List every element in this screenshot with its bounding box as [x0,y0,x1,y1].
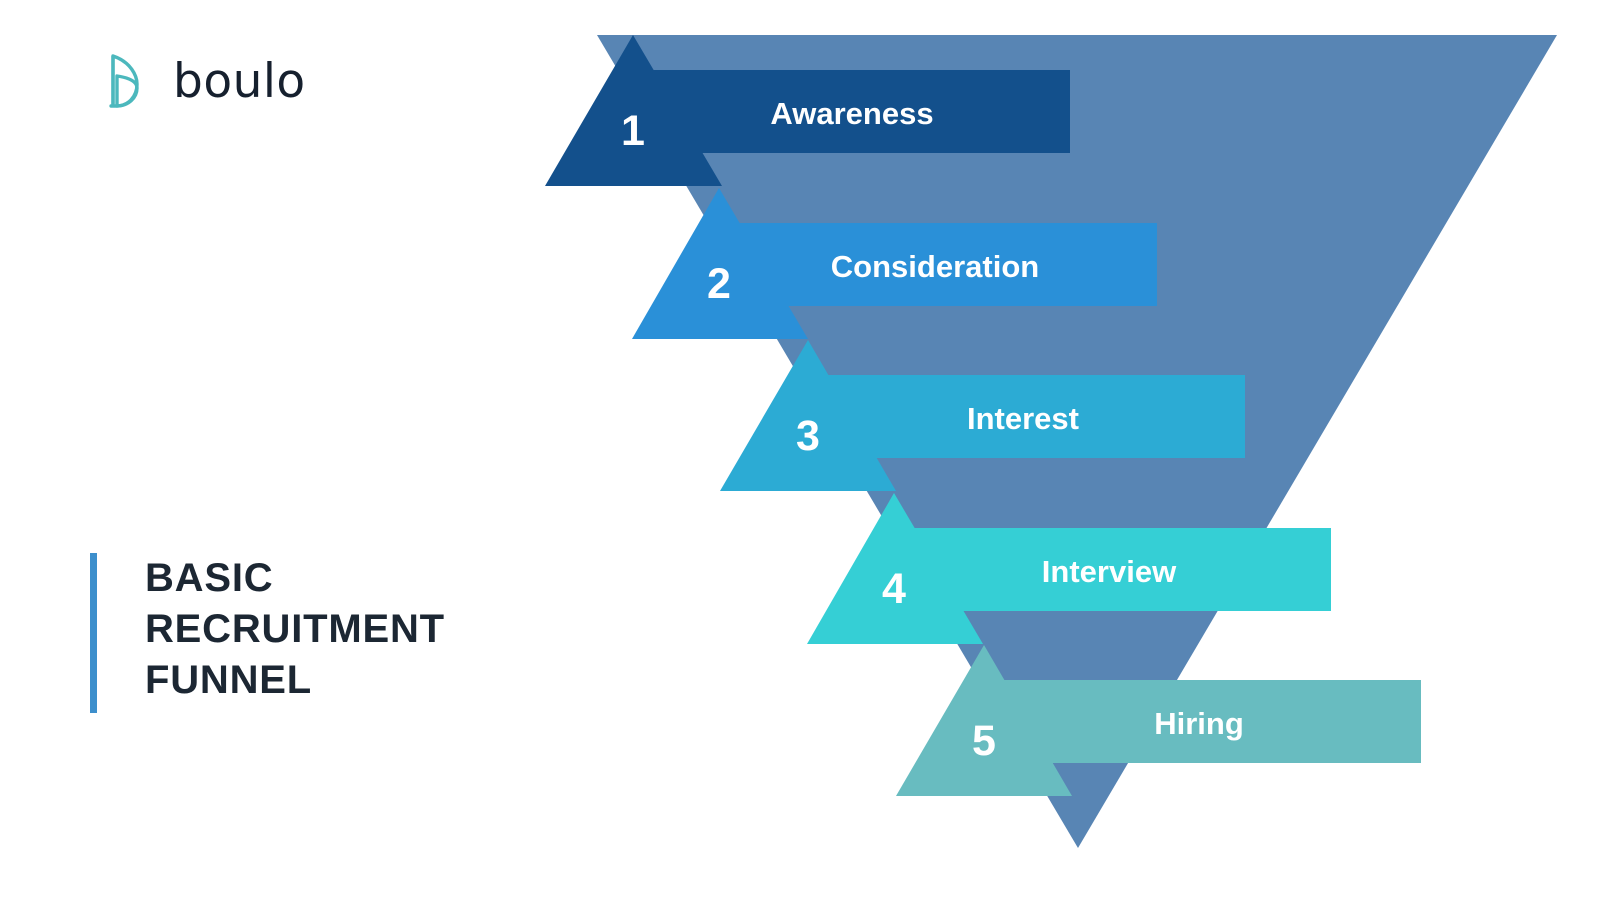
funnel-stage-interview[interactable]: 4 Interview [807,493,1331,644]
funnel-stage-bar [727,223,1157,306]
brand-wordmark: boulo [173,53,306,109]
funnel-stage-hiring[interactable]: 5 Hiring [896,645,1421,796]
funnel-stage-number: 2 [707,260,731,308]
funnel-stage-consideration[interactable]: 2 Consideration [632,188,1157,339]
page-title-line-1: BASIC [145,556,274,600]
funnel-stage-label: Consideration [831,249,1039,284]
funnel-stage-label: Awareness [770,96,933,131]
funnel-stage-number: 1 [621,107,645,155]
title-accent-bar [90,553,97,713]
page-title-line-3: FUNNEL [145,658,313,703]
page-title-line-2: RECRUITMENT [145,607,445,652]
funnel-stage-bar [901,528,1331,611]
funnel-stage-awareness[interactable]: 1 Awareness [545,35,1070,186]
funnel-stage-label: Interview [1042,554,1177,589]
brand-logo: boulo [93,50,306,112]
boulo-leaf-logo-icon [93,50,155,112]
funnel-stage-bar [815,375,1245,458]
page-title: BASIC RECRUITMENT FUNNEL [90,553,445,713]
funnel-stage-interest[interactable]: 3 Interest [720,340,1245,491]
funnel-stage-bar [991,680,1421,763]
funnel-stage-number: 3 [796,412,820,460]
funnel-stage-number: 4 [882,565,906,613]
page-title-text: BASIC RECRUITMENT FUNNEL [145,553,445,713]
funnel-stage-label: Hiring [1154,706,1244,741]
funnel-stage-number: 5 [972,717,996,765]
funnel-stage-label: Interest [967,401,1079,436]
funnel-stage-bar [640,70,1070,153]
